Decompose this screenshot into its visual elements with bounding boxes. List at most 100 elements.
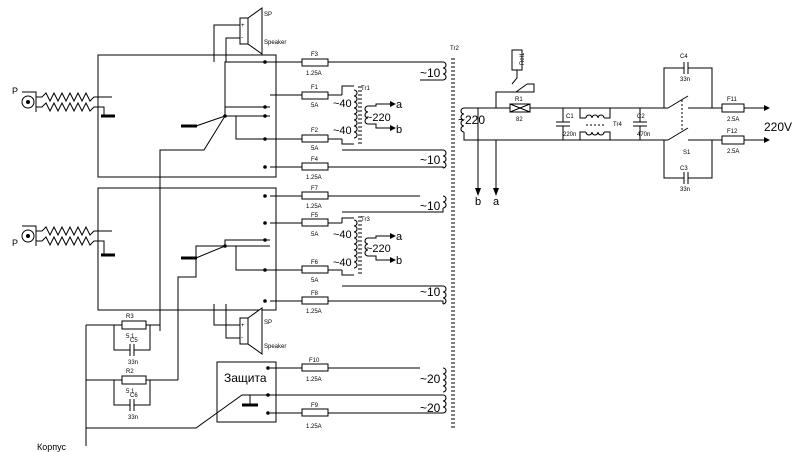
tr2-winding-bottom-1: ~10	[420, 199, 441, 213]
mains-circuit	[478, 49, 770, 184]
svg-text:+: +	[241, 23, 245, 29]
fuse-f2-label: F2	[311, 128, 319, 134]
tr2-winding-top-1: ~10	[420, 66, 441, 80]
tr2-label: Tr2	[450, 46, 459, 52]
fuse-f1-rating: 5A	[311, 103, 318, 109]
fuse-f8-label: F8	[311, 291, 319, 297]
fuse-f5	[301, 218, 329, 227]
tr4-label: Tr4	[613, 122, 622, 128]
r3-label: R3	[126, 314, 134, 320]
wire-bottom-upper-rail	[224, 239, 270, 246]
c4-value: 33n	[680, 77, 690, 83]
wire-bottom-lower-rail	[225, 245, 270, 271]
wire-top-lower-rail	[235, 116, 270, 140]
tr2-winding-prot-1: ~20	[420, 372, 441, 386]
output-b: b	[475, 196, 481, 208]
fuse-f11-rating: 2.5A	[727, 117, 739, 123]
speaker-bottom-sp: SP	[264, 320, 272, 326]
relay-label: Rel1	[520, 52, 526, 65]
fuse-f7-rating: 1.25A	[306, 204, 322, 210]
fuse-f9-label: F9	[311, 403, 319, 409]
tr3-terminal-a: a	[396, 231, 403, 243]
r2-label: R2	[126, 369, 134, 375]
wire-top-minus-rail	[224, 106, 270, 116]
tr2-winding-bottom-2: ~10	[420, 285, 441, 299]
fuse-f6	[301, 265, 329, 274]
fuse-f12-rating: 2.5A	[727, 149, 739, 155]
chassis-label: Корпус	[37, 442, 67, 452]
c5-value: 33n	[128, 360, 138, 366]
c1-label: C1	[566, 114, 574, 120]
tr1-terminal-b: b	[396, 124, 402, 136]
block-terminals	[263, 60, 270, 415]
fuse-f1-label: F1	[311, 85, 319, 91]
tr1-terminal-a: a	[396, 99, 403, 111]
tr2-winding-top-2: ~10	[420, 153, 441, 167]
fuse-f10-label: F10	[309, 358, 320, 364]
s1-label: S1	[683, 150, 691, 156]
svg-text:-: -	[241, 35, 243, 41]
tr3-winding-1: ~40	[333, 229, 352, 241]
tr2-primary: ~220	[458, 113, 485, 127]
fuse-f3-rating: 1.25A	[306, 71, 322, 77]
wire-speaker-bottom-plus	[213, 304, 240, 326]
fuse-f12-label: F12	[727, 129, 738, 135]
fuse-f3	[301, 58, 329, 67]
rc-network-bottom	[86, 375, 178, 411]
speaker-bottom: + -	[239, 307, 263, 355]
fuse-f8-rating: 1.25A	[306, 309, 322, 315]
input-jack-bottom-label: P	[12, 238, 18, 248]
speaker-top: + -	[239, 7, 263, 55]
wire-speaker-top-minus	[225, 37, 240, 62]
output-a: a	[493, 196, 500, 208]
c1-value: 220n	[563, 132, 576, 138]
fuse-f8	[301, 296, 329, 305]
svg-text:+: +	[241, 323, 245, 329]
tr1-winding-2: ~40	[333, 125, 352, 137]
transformer-tr3	[341, 216, 396, 276]
wire-chassis-protection	[86, 394, 268, 429]
fuse-f10	[301, 363, 329, 372]
mains-voltage: 220V	[764, 120, 792, 134]
wire-bottom-feedback	[177, 245, 225, 380]
tr1-label: Tr1	[361, 86, 370, 92]
c3-value: 33n	[680, 187, 690, 193]
rc-network-top	[85, 320, 160, 446]
amplifier-block-bottom	[97, 187, 277, 311]
fuse-row-wires	[270, 61, 420, 414]
svg-text:-: -	[241, 335, 243, 341]
fuse-f5-label: F5	[311, 213, 319, 219]
tr2-winding-prot-2: ~20	[420, 401, 441, 415]
tr3-primary: ~220	[366, 243, 391, 255]
fuse-f7	[301, 191, 329, 200]
fuse-f2	[301, 134, 329, 143]
protection-label: Защита	[224, 371, 267, 385]
speaker-top-name: Speaker	[264, 40, 286, 46]
fuse-f3-label: F3	[311, 52, 319, 58]
c2-label: C2	[637, 114, 645, 120]
fuse-f11-label: F11	[727, 97, 738, 103]
transformer-tr1	[341, 85, 396, 146]
wire-top-feedback	[159, 115, 226, 331]
fuse-f9	[301, 408, 329, 417]
fuse-f6-rating: 5A	[311, 278, 318, 284]
fuse-f1	[301, 91, 329, 100]
fuse-f9-rating: 1.25A	[306, 424, 322, 430]
tr3-terminal-b: b	[396, 255, 402, 267]
fuse-f6-label: F6	[311, 260, 319, 266]
wire-speaker-top-plus	[213, 24, 240, 62]
fuse-f4	[301, 162, 329, 171]
wire-speaker-bottom-minus	[225, 304, 240, 339]
r3-value: 5.1	[126, 334, 135, 340]
c4-label: C4	[680, 54, 688, 60]
c5-label: C5	[130, 338, 138, 344]
fuse-f7-label: F7	[311, 186, 319, 192]
c6-value: 33n	[128, 415, 138, 421]
tr3-winding-2: ~40	[333, 257, 352, 269]
transformer-tr2	[268, 58, 497, 428]
c2-value: 470n	[637, 132, 650, 138]
fuse-f5-rating: 5A	[311, 232, 318, 238]
fuse-f4-rating: 1.25A	[306, 175, 322, 181]
fuse-f10-rating: 1.25A	[306, 377, 322, 383]
r1-value: 82	[516, 117, 523, 123]
